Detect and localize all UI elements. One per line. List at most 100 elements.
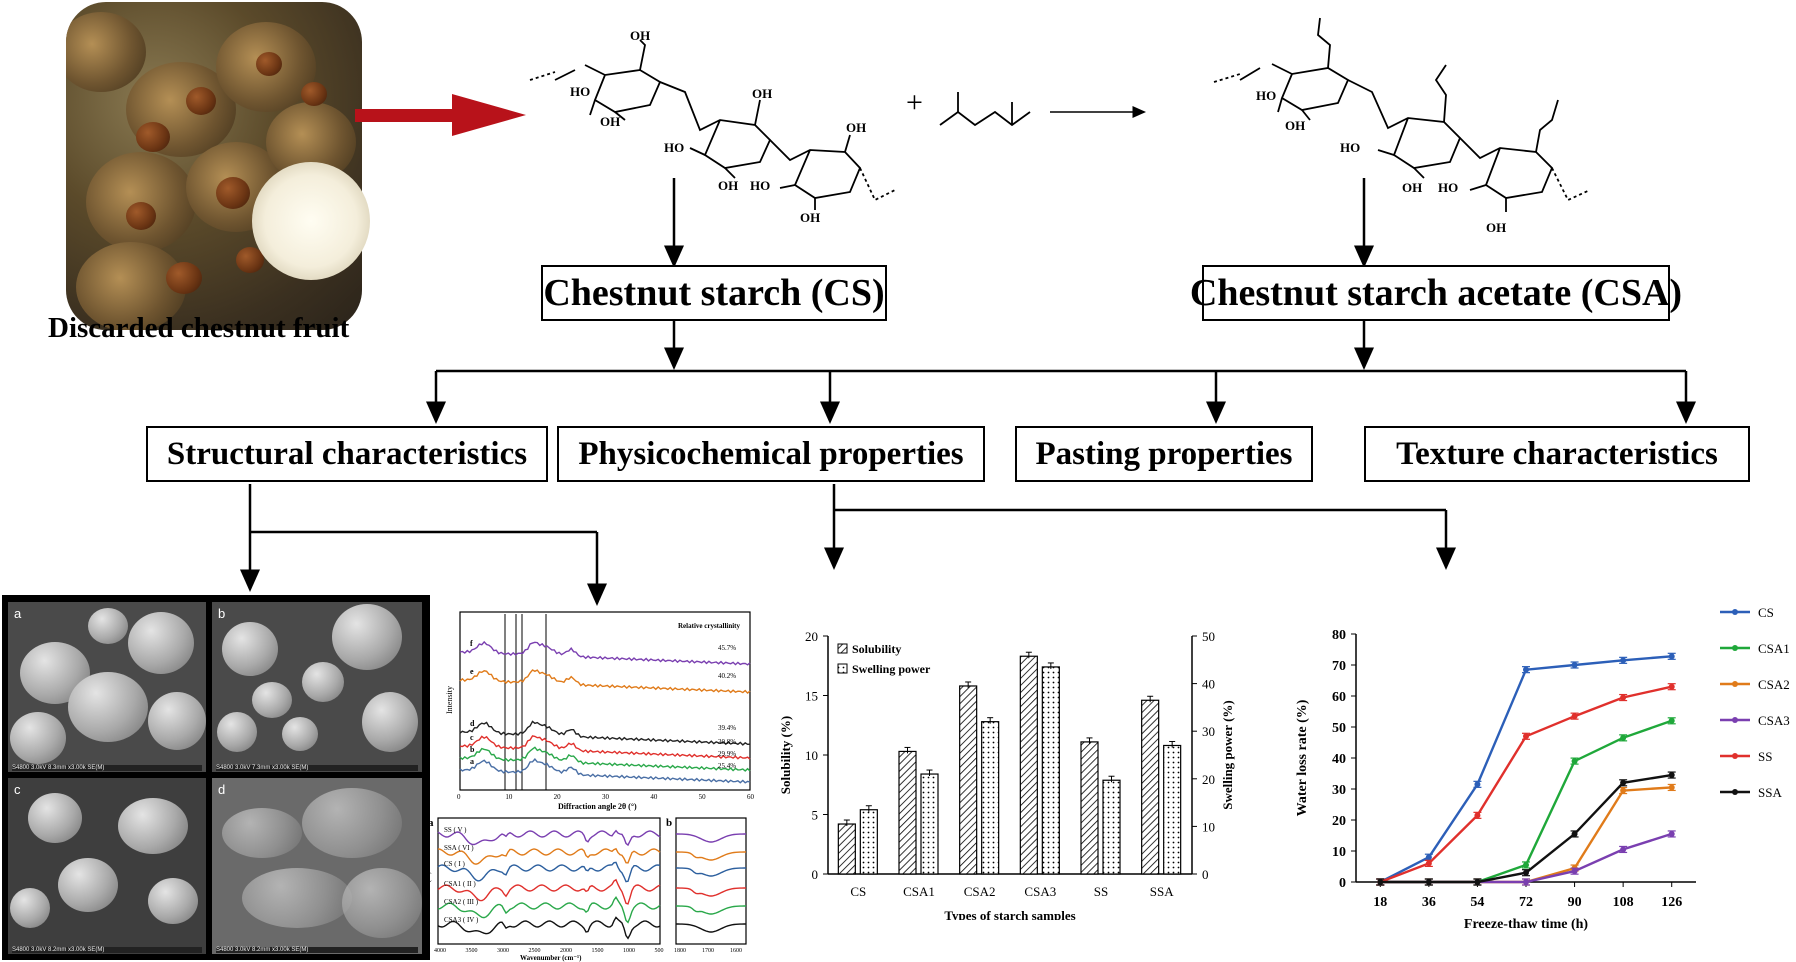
ho-label: HO [1340,140,1360,155]
series-point [1620,734,1627,741]
ftir-curve [437,861,661,883]
xrd-tick-label: 20 [554,793,562,801]
oh-label: OH [1486,220,1506,235]
series-point [1377,879,1384,885]
legend-label: SSA [1758,785,1782,800]
line-xtick-label: 18 [1373,895,1387,910]
ftir-tick-label: 2000 [560,948,572,954]
line-ytick-label: 70 [1332,659,1346,674]
ftir-chart: a b Transmittance (%) Wavenumber (cm⁻¹) … [424,817,747,962]
sem-image-b: b S4800 3.0kV 7.3mm x3.00k SE(M) [212,602,422,772]
sem-image-a: a S4800 3.0kV 8.3mm x3.00k SE(M) [8,602,206,772]
ho-label: HO [570,84,590,99]
solubility-bar [837,823,856,875]
xrd-tick-label: 0 [457,793,461,801]
bar-category-label: CS [850,884,866,899]
ftir-curve-label: CS ( I ) [444,860,465,868]
xrd-curve-label: e [470,667,474,676]
solubility-bar [1141,699,1160,875]
bar-ytick-label: 10 [805,748,818,763]
ftir-panel-b: b [666,817,672,829]
plus-sign: + [906,86,923,119]
xrd-curve [459,720,751,746]
series-point [1523,733,1529,740]
bar-category-label: CSA3 [1024,884,1056,899]
ftir-zoom-curve [676,867,746,877]
texture-box: Texture characteristics [1364,426,1750,482]
oh-label: OH [1402,180,1422,195]
bar-ytick-right-label: 10 [1202,819,1215,834]
ho-label: HO [664,140,684,155]
xrd-curve-label: a [470,757,474,766]
series-point [1425,854,1432,861]
series-point [1620,779,1627,786]
ftir-zoom-curve [676,923,746,933]
swelling-power-bar [1041,666,1060,875]
ftir-xlabel: Wavenumber (cm⁻¹) [520,954,582,962]
ftir-curve [437,847,661,865]
ftir-curve-label: SSA ( VI ) [444,844,474,852]
legend-label: SS [1758,749,1772,764]
oh-label: OH [630,28,650,43]
line-ytick-label: 60 [1332,690,1346,705]
structural-box: Structural characteristics [146,426,548,482]
ftir-curve-label: CSA1 ( II ) [444,880,476,888]
acetate-molecule [1213,17,1591,212]
ftir-ylabel: Transmittance (%) [424,871,432,924]
swelling-power-bar [981,721,1000,875]
legend-label: CSA3 [1758,713,1790,728]
red-arrow-icon [355,94,526,136]
ftir-zoom-curve [676,887,746,897]
bar-category-label: SSA [1150,884,1174,899]
ftir-b-tick-label: 1800 [674,948,686,954]
series-point [1425,860,1432,867]
legend-label-solubility: Solubility [852,642,901,656]
physicochemical-box: Physicochemical properties [557,426,985,482]
ftir-tick-label: 3500 [466,948,478,954]
ftir-b-tick-label: 1600 [730,948,742,954]
pasting-box: Pasting properties [1015,426,1313,482]
bar-ytick-right-label: 30 [1202,724,1215,739]
line-xtick-label: 90 [1568,895,1582,910]
xrd-curve-label: c [470,733,474,742]
sem-caption-b: S4800 3.0kV 7.3mm x3.00k SE(M) [216,765,418,771]
xrd-chart: Relative crystallinity Intensity Diffrac… [445,611,755,811]
series-point [1523,879,1529,885]
bar-ytick-right-label: 50 [1202,629,1215,644]
sem-caption-a: S4800 3.0kV 8.3mm x3.00k SE(M) [12,765,202,771]
ho-label: HO [750,178,770,193]
xrd-crystallinity-label: 30.8% [718,738,736,746]
series-point [1668,784,1675,791]
starch-molecule [529,39,896,210]
oh-label: OH [800,210,820,225]
legend-swatch-solubility [837,643,848,654]
line-ytick-label: 0 [1339,876,1346,891]
line-ytick-label: 50 [1332,721,1346,736]
photo-caption: Discarded chestnut fruit [48,312,350,344]
legend-label: CSA1 [1758,641,1790,656]
xrd-curve-label: b [470,745,475,754]
sem-label-c: c [14,782,21,797]
ho-label: HO [1256,88,1276,103]
xrd-ylabel: Intensity [445,686,454,714]
oh-label: OH [600,114,620,129]
series-point [1571,662,1578,668]
xrd-tick-label: 30 [602,793,610,801]
ho-label: HO [1438,180,1458,195]
xrd-legend-title: Relative crystallinity [678,622,741,630]
xrd-tick-label: 40 [650,793,658,801]
series-line [1380,719,1673,884]
swelling-power-bar [859,809,878,875]
sem-label-b: b [218,606,226,621]
bar-ytick-right-label: 40 [1202,677,1215,692]
bar-ytick-right-label: 20 [1202,772,1215,787]
line-ytick-label: 30 [1332,783,1346,798]
series-point [1668,717,1675,724]
ftir-tick-label: 2500 [529,948,541,954]
oh-label: OH [846,120,866,135]
ftir-tick-label: 1500 [592,948,604,954]
series-point [1620,787,1627,794]
xrd-curve [459,758,751,784]
bar-ylabel-right: Swelling power (%) [1220,700,1235,810]
